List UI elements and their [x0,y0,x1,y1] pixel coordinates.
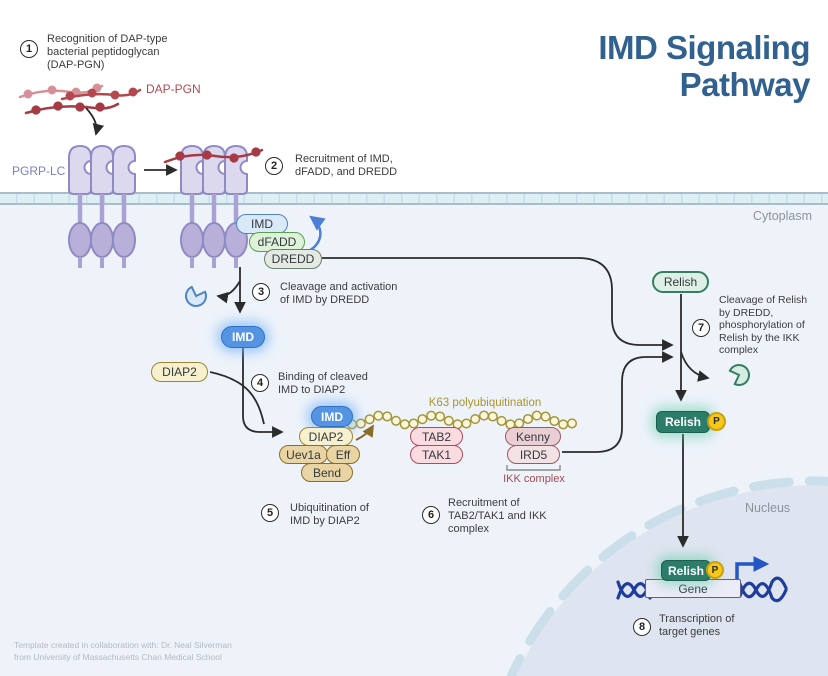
diap2-pill: DIAP2 [151,362,208,382]
cytoplasm-label: Cytoplasm [752,209,812,223]
step-3-number: 3 [252,283,270,301]
step-5-number: 5 [261,504,279,522]
step-2-number: 2 [265,157,283,175]
dap-pgn-chains [18,83,142,115]
step-7-text: Cleavage of Relish by DREDD, phosphoryla… [719,294,808,357]
page-title: IMD Signaling Pathway [598,29,810,103]
step-1-number: 1 [20,40,38,58]
imd-pill: IMD [236,214,288,234]
attribution-text: Template created in collaboration with: … [14,640,232,662]
kenny-pill: Kenny [505,427,561,446]
dap-pgn-label: DAP-PGN [146,82,201,96]
k63-label: K63 polyubiquitination [428,397,542,409]
tab2-pill: TAB2 [410,427,463,446]
gene-box: Gene [645,579,741,598]
diap2-in-complex-pill: DIAP2 [299,427,353,446]
plasma-membrane [0,192,828,205]
phospho-badge: P [707,412,726,431]
pgrp-lc-label: PGRP-LC [12,164,66,178]
step-4-text: Binding of cleaved IMD to DIAP2 [278,371,368,397]
arrow-dap-to-receptor [85,107,105,136]
relish-nuclear-pill: Relish [661,560,711,581]
dfadd-pill: dFADD [249,232,305,252]
ikk-complex-label: IKK complex [503,473,565,485]
uev1a-pill: Uev1a [279,445,328,464]
eff-pill: Eff [326,445,360,464]
step-7-number: 7 [692,319,710,337]
step-8-number: 8 [633,618,651,636]
tak1-pill: TAK1 [410,445,463,464]
bend-pill: Bend [301,463,353,482]
relish-active-pill: Relish [656,411,710,433]
cleaved-imd-pill: IMD [221,326,265,348]
step-1-text: Recognition of DAP-type bacterial peptid… [47,33,168,72]
imd-in-complex-pill: IMD [311,406,353,427]
step-5-text: Ubiquitination of IMD by DIAP2 [290,502,369,528]
step-3-text: Cleavage and activation of IMD by DREDD [280,281,398,307]
step-6-number: 6 [422,506,440,524]
nucleus-label: Nucleus [745,501,791,515]
dredd-pill: DREDD [264,249,322,269]
step-8-text: Transcription of target genes [659,613,735,639]
relish-pill: Relish [652,271,709,293]
step-4-number: 4 [251,374,269,392]
phospho-badge-nuclear: P [706,561,724,579]
step-6-text: Recruitment of TAB2/TAK1 and IKK complex [448,497,547,536]
step-2-text: Recruitment of IMD, dFADD, and DREDD [295,153,398,179]
ird5-pill: IRD5 [507,445,560,464]
